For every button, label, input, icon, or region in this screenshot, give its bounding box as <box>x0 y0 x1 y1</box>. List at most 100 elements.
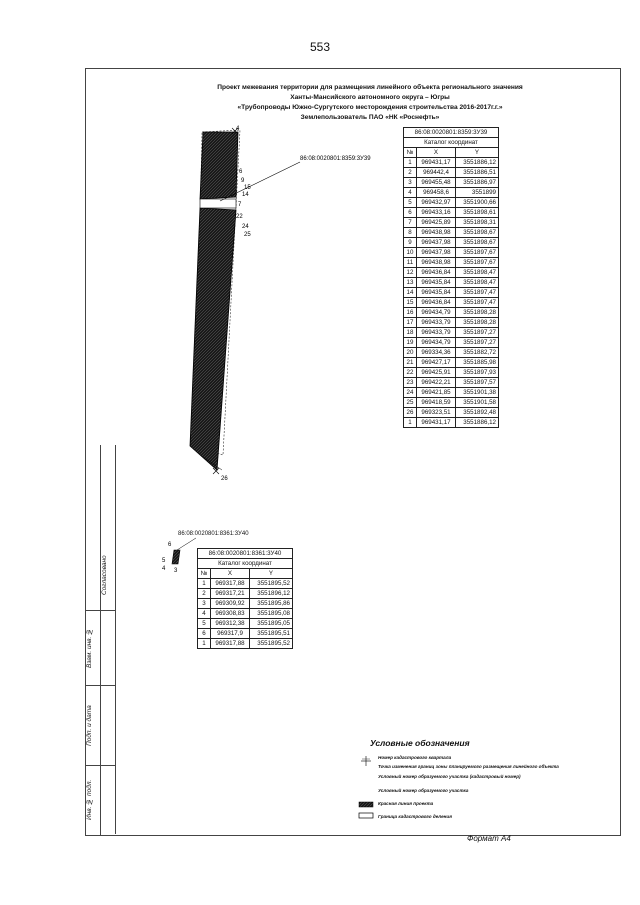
legend-boundary-symbol <box>358 812 374 819</box>
stamp-agreed-label: Согласовано <box>101 555 108 595</box>
table1-cell-n: 15 <box>403 297 417 308</box>
point-label-4: 4 <box>236 126 240 132</box>
table1-cell-y: 3551892,48 <box>455 407 499 418</box>
table1-cell-n: 1 <box>403 417 417 428</box>
table2-header-n: № <box>197 568 211 579</box>
parcel-gap <box>199 198 237 209</box>
table1-cell-y: 3551897,27 <box>455 327 499 338</box>
legend-item-2: Точка изменения границ зоны планируемого… <box>378 764 559 769</box>
point-markers <box>212 127 239 475</box>
table1-cell-x: 969431,17 <box>416 157 456 168</box>
parcel-map: 86:08:0020801:8359:3У39 4 6 9 15 14 7 22… <box>189 126 371 482</box>
table2-caption: Каталог координат <box>197 558 293 569</box>
table2-cell-n: 2 <box>197 588 211 599</box>
page-number: 553 <box>309 40 331 54</box>
table1-cell-x: 969436,84 <box>416 267 456 278</box>
table1-cell-x: 969432,97 <box>416 197 456 208</box>
table2-cell-x: 969317,88 <box>210 578 250 589</box>
table1-cell-x: 969433,79 <box>416 327 456 338</box>
title-line-1: Проект межевания территории для размещен… <box>217 84 523 91</box>
table1-cell-y: 3551898,28 <box>455 307 499 318</box>
table1-cell-n: 6 <box>403 207 417 218</box>
table1-cell-x: 969436,84 <box>416 297 456 308</box>
table1-cell-y: 3551885,98 <box>455 357 499 368</box>
table1-cell-y: 3551897,27 <box>455 337 499 348</box>
table2-cell-y: 3551895,05 <box>249 618 293 629</box>
table2-cell-y: 3551895,52 <box>249 638 293 649</box>
table1-cell-x: 969442,4 <box>416 167 456 178</box>
table2-parcel: 86:08:0020801:8361:3У40 <box>197 548 293 559</box>
table1-cell-n: 17 <box>403 317 417 328</box>
coordinate-table-2: 86:08:0020801:8361:3У40 Каталог координа… <box>197 548 293 649</box>
table1-cell-n: 19 <box>403 337 417 348</box>
table1-cell-y: 3551897,47 <box>455 297 499 308</box>
table1-cell-y: 3551882,72 <box>455 347 499 358</box>
table1-cell-n: 22 <box>403 367 417 378</box>
table1-cell-x: 969438,98 <box>416 257 456 268</box>
table1-cell-x: 969425,91 <box>416 367 456 378</box>
table1-cell-y: 3551897,67 <box>455 257 499 268</box>
table1-cell-x: 969433,79 <box>416 317 456 328</box>
legend-item-1: Номер кадастрового квартала <box>378 755 452 760</box>
table2-cell-n: 5 <box>197 618 211 629</box>
table1-cell-x: 969421,85 <box>416 387 456 398</box>
table1-cell-y: 3551886,12 <box>455 417 499 428</box>
coordinate-table-1: 86:08:0020801:8359:3У39 Каталог координа… <box>403 127 499 428</box>
legend-item-4: Условный номер образуемого участка <box>378 788 469 793</box>
table2-cell-x: 969308,83 <box>210 608 250 619</box>
legend-item-5: Красная линия проекта <box>378 801 434 806</box>
table1-cell-n: 12 <box>403 267 417 278</box>
legend-symbols <box>358 756 374 819</box>
stamp-cell-agreed: Согласовано <box>85 445 115 610</box>
legend-item-3: Условный номер образуемого участка (када… <box>378 774 521 779</box>
table1-cell-y: 3551886,12 <box>455 157 499 168</box>
stamp-strip: Согласовано Взам. инв. № Подп. и дата Ин… <box>85 445 116 835</box>
table2-cell-n: 4 <box>197 608 211 619</box>
table1-cell-y: 3551897,57 <box>455 377 499 388</box>
table1-cell-n: 26 <box>403 407 417 418</box>
table1-cell-x: 969323,51 <box>416 407 456 418</box>
stamp-inv-original-label: Инв. № подл. <box>86 779 93 821</box>
table2-header-x: X <box>210 568 250 579</box>
table1-header-n: № <box>403 147 417 158</box>
inset-map: 6 5 4 3 <box>162 537 197 574</box>
table1-cell-n: 13 <box>403 277 417 288</box>
table1-cell-y: 3551898,67 <box>455 237 499 248</box>
parcel-upper <box>199 131 239 200</box>
table1-cell-n: 20 <box>403 347 417 358</box>
table1-cell-n: 1 <box>403 157 417 168</box>
table1-cell-x: 969435,84 <box>416 277 456 288</box>
stamp-cell-signature: Подп. и дата <box>85 685 115 766</box>
title-line-4: Землепользователь ПАО «НК «Роснефть» <box>300 114 440 121</box>
table1-cell-x: 969433,16 <box>416 207 456 218</box>
table1-cell-n: 21 <box>403 357 417 368</box>
point-label-7: 7 <box>238 202 242 208</box>
table2-cell-x: 969309,92 <box>210 598 250 609</box>
table1-cell-x: 969434,79 <box>416 337 456 348</box>
table2-cell-y: 3551895,51 <box>249 628 293 639</box>
inset-point-6: 6 <box>168 542 172 548</box>
table2-cell-x: 969317,21 <box>210 588 250 599</box>
table1-cell-x: 969437,98 <box>416 247 456 258</box>
table1-cell-x: 969334,36 <box>416 347 456 358</box>
table1-header-y: Y <box>455 147 499 158</box>
